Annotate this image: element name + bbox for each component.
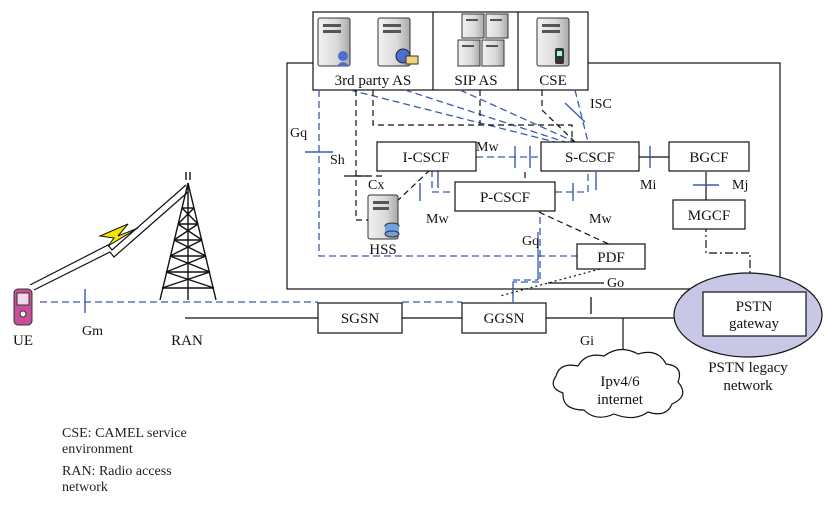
- third-party-as-label: 3rd party AS: [335, 73, 412, 89]
- pdf-label: PDF: [597, 250, 625, 266]
- legend-cse-line2: environment: [62, 442, 133, 457]
- go-label: Go: [607, 276, 624, 291]
- bgcf-label: BGCF: [689, 150, 728, 166]
- legend-ran-line1: RAN: Radio access: [62, 464, 172, 479]
- ran-tower-icon: [159, 172, 217, 301]
- pstn-legacy-label-line1: PSTN legacy: [708, 360, 788, 376]
- mw-right-label: Mw: [589, 212, 612, 227]
- server-globe-icon: [377, 17, 419, 67]
- ggsn-node: [461, 302, 547, 334]
- s-cscf-label: S-CSCF: [565, 150, 615, 166]
- s-cscf-node: [540, 141, 640, 172]
- mi-label: Mi: [640, 178, 656, 193]
- interface-ticks: [84, 102, 719, 313]
- mj-label: Mj: [732, 178, 748, 193]
- ggsn-label: GGSN: [484, 311, 525, 327]
- signaling-lines: [40, 89, 589, 303]
- server-user-icon: [317, 17, 351, 67]
- sip-server-cluster-icon: [457, 13, 509, 67]
- ran-label: RAN: [171, 333, 203, 349]
- control-lines: [355, 90, 614, 247]
- gi-label: Gi: [580, 334, 594, 349]
- cx-label: Cx: [368, 178, 384, 193]
- pstn-gateway-node: [702, 291, 807, 337]
- ue-label: UE: [13, 333, 33, 349]
- radio-link: [29, 184, 189, 291]
- i-cscf-node: [376, 141, 477, 172]
- sip-as-label: SIP AS: [454, 73, 497, 89]
- i-cscf-label: I-CSCF: [403, 150, 450, 166]
- pstn-gateway-label-line1: PSTN: [736, 299, 773, 315]
- sh-label: Sh: [330, 153, 345, 168]
- mw-top-label: Mw: [476, 140, 499, 155]
- isc-label: ISC: [590, 97, 612, 112]
- p-cscf-label: P-CSCF: [480, 190, 530, 206]
- sgsn-node: [317, 302, 403, 334]
- cse-label: CSE: [539, 73, 567, 89]
- hss-label: HSS: [369, 242, 397, 258]
- pdf-node: [576, 243, 646, 270]
- sgsn-label: SGSN: [341, 311, 380, 327]
- server-phone-icon: [536, 17, 570, 67]
- gm-label: Gm: [82, 324, 103, 339]
- internet-label-line2: internet: [597, 392, 644, 408]
- pstn-gateway-label-line2: gateway: [729, 316, 779, 332]
- legend-ran-line2: network: [62, 480, 108, 495]
- ue-phone-icon: [13, 288, 33, 326]
- gq-mid-label: Gq: [522, 234, 539, 249]
- hss-server-icon: [367, 194, 400, 240]
- mgcf-label: MGCF: [688, 208, 731, 224]
- p-cscf-node: [454, 181, 556, 212]
- pstn-legacy-label-line2: network: [723, 378, 773, 394]
- bgcf-node: [668, 141, 750, 172]
- legend-cse-line1: CSE: CAMEL service: [62, 426, 187, 441]
- mw-left-label: Mw: [426, 212, 449, 227]
- internet-label-line1: Ipv4/6: [600, 374, 640, 390]
- mgcf-node: [672, 199, 746, 230]
- internet-cloud: [552, 348, 684, 419]
- gq-top-label: Gq: [290, 126, 307, 141]
